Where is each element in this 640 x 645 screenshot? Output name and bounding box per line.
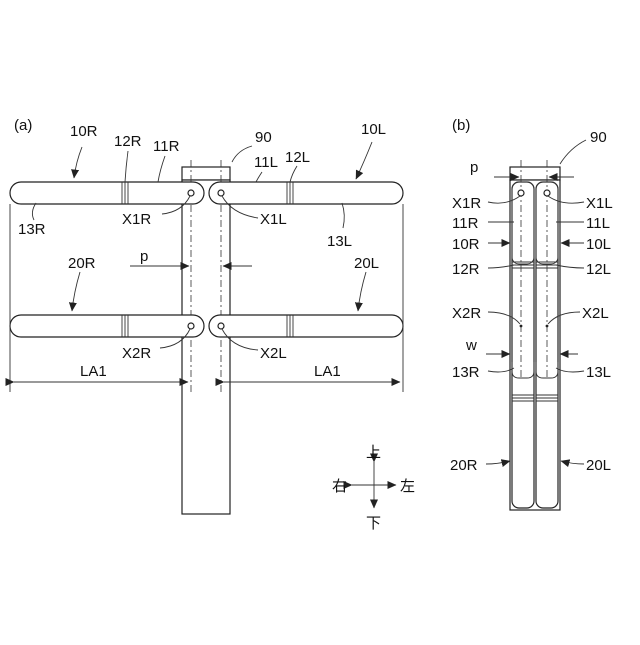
pivot-b-X2R [520,325,523,328]
pivot-X1L [218,190,224,196]
label-b-X2R: X2R [452,305,481,322]
label-12L: 12L [285,149,310,166]
bar-20R [10,315,204,337]
label-b-20L: 20L [586,457,611,474]
label-b-X2L: X2L [582,305,609,322]
leader-b-20L [561,461,584,464]
leader-b-20R [486,461,510,464]
label-p-b: p [470,159,478,176]
leader-12R [125,151,128,182]
compass-down: 下 [366,515,381,532]
label-b-20R: 20R [450,457,478,474]
label-X2R: X2R [122,345,151,362]
panel-a: (a) LA1 LA1 [10,117,403,514]
leader-90-a [232,146,252,162]
bar-20L [209,315,403,337]
panel-a-tag: (a) [14,117,32,134]
label-10R: 10R [70,123,98,140]
label-b-10R: 10R [452,236,480,253]
bar-10R [10,182,204,204]
leader-11R [158,156,165,182]
post-b-cap [510,167,560,180]
pivot-X2R [188,323,194,329]
label-LA1-right: LA1 [80,363,107,380]
label-b-13L: 13L [586,364,611,381]
pivot-b-X1L [544,190,550,196]
compass-left-side: 左 [400,478,415,495]
pivot-b-X2L [546,325,549,328]
label-10L: 10L [361,121,386,138]
label-X1R: X1R [122,211,151,228]
label-13L: 13L [327,233,352,250]
folded-bar-right [512,182,534,508]
pivot-b-X1R [518,190,524,196]
compass-up: 上 [366,444,381,461]
label-LA1-left: LA1 [314,363,341,380]
label-11L: 11L [254,154,278,171]
leader-11L [256,172,262,182]
label-b-X1R: X1R [452,195,481,212]
label-11R: 11R [153,138,180,155]
label-b-13R: 13R [452,364,480,381]
leader-90-b [560,140,586,164]
leader-10L [356,142,372,179]
bar-10L [209,182,403,204]
label-b-12R: 12R [452,261,480,278]
leader-13R [32,203,36,220]
leader-20R [72,272,80,311]
label-b-12L: 12L [586,261,611,278]
leader-10R [74,147,82,178]
pivot-X1R [188,190,194,196]
label-X1L: X1L [260,211,287,228]
post-90 [182,180,230,514]
label-X2L: X2L [260,345,287,362]
label-13R: 13R [18,221,46,238]
label-b-11R: 11R [452,215,479,232]
label-b-X1L: X1L [586,195,613,212]
post-cap [182,167,230,180]
pivot-X2L [218,323,224,329]
label-p-a: p [140,248,148,265]
label-b-10L: 10L [586,236,611,253]
label-12R: 12R [114,133,142,150]
direction-compass: 上 下 右 左 [332,444,415,532]
panel-b-tag: (b) [452,117,470,134]
leader-13L [342,203,344,228]
panel-b: (b) [450,117,613,510]
compass-right-side: 右 [332,478,347,495]
label-90-a: 90 [255,129,272,146]
label-20R: 20R [68,255,96,272]
label-w: w [465,337,477,354]
label-20L: 20L [354,255,379,272]
leader-20L [358,272,366,311]
leader-12L [290,166,297,182]
label-b-11L: 11L [586,215,610,232]
label-90-b: 90 [590,129,607,146]
